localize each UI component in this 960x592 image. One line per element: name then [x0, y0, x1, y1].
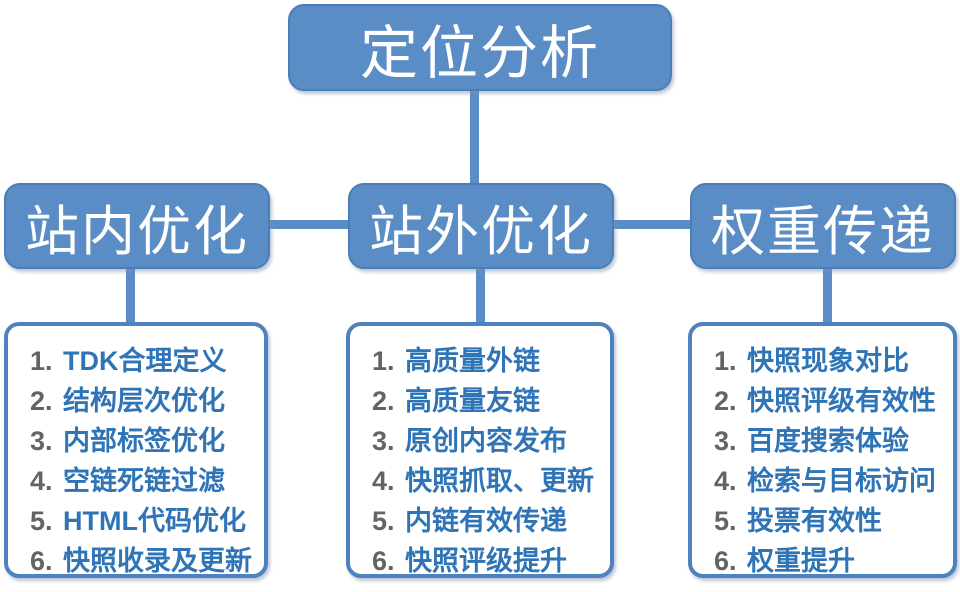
item-number: 3.: [714, 426, 737, 456]
item-number: 4.: [30, 466, 53, 496]
item-text: 检索与目标访问: [747, 466, 936, 496]
item-text: 快照收录及更新: [63, 546, 252, 576]
item-number: 5.: [714, 506, 737, 536]
list-item: 5. 内链有效传递: [372, 499, 606, 539]
item-number: 2.: [372, 386, 395, 416]
item-number: 6.: [372, 546, 395, 576]
item-text: 快照抓取、更新: [405, 466, 594, 496]
branch-node-onsite: 站内优化: [4, 183, 270, 269]
connector-right-branch-to-list: [823, 266, 832, 324]
item-number: 1.: [372, 346, 395, 376]
item-number: 2.: [30, 386, 53, 416]
item-text: 高质量友链: [405, 386, 540, 416]
list-item: 2. 结构层次优化: [30, 379, 260, 419]
item-text: 百度搜索体验: [747, 426, 909, 456]
list-box-onsite: 1. TDK合理定义 2. 结构层次优化 3. 内部标签优化 4. 空链死链过滤…: [4, 322, 268, 578]
item-text: 内部标签优化: [63, 426, 225, 456]
list-item: 2. 快照评级有效性: [714, 379, 949, 419]
branch-offsite-label: 站外优化: [369, 201, 593, 262]
item-text: 结构层次优化: [63, 386, 225, 416]
item-number: 2.: [714, 386, 737, 416]
item-number: 4.: [372, 466, 395, 496]
item-number: 1.: [30, 346, 53, 376]
list-item: 6. 快照评级提升: [372, 539, 606, 579]
item-text: 高质量外链: [405, 346, 540, 376]
item-text: 快照现象对比: [747, 346, 909, 376]
list-item: 3. 百度搜索体验: [714, 419, 949, 459]
list-item: 2. 高质量友链: [372, 379, 606, 419]
list-box-offsite: 1. 高质量外链 2. 高质量友链 3. 原创内容发布 4. 快照抓取、更新 5…: [346, 322, 614, 578]
item-text: HTML代码优化: [63, 506, 246, 536]
item-number: 3.: [372, 426, 395, 456]
list-item: 4. 检索与目标访问: [714, 459, 949, 499]
branch-node-offsite: 站外优化: [348, 183, 614, 269]
item-number: 3.: [30, 426, 53, 456]
connector-left-to-center: [266, 220, 350, 229]
root-node: 定位分析: [288, 4, 672, 91]
list-item: 1. TDK合理定义: [30, 339, 260, 379]
item-text: 原创内容发布: [405, 426, 567, 456]
item-number: 6.: [30, 546, 53, 576]
list-item: 3. 内部标签优化: [30, 419, 260, 459]
connector-left-branch-to-list: [126, 266, 135, 324]
item-text: 空链死链过滤: [63, 466, 225, 496]
root-node-label: 定位分析: [359, 20, 600, 86]
list-item: 4. 快照抓取、更新: [372, 459, 606, 499]
list-item: 6. 快照收录及更新: [30, 539, 260, 579]
list-item: 3. 原创内容发布: [372, 419, 606, 459]
list-item: 1. 高质量外链: [372, 339, 606, 379]
branch-weight-label: 权重传递: [711, 201, 935, 262]
connector-center-to-right: [612, 220, 692, 229]
branch-node-weight: 权重传递: [690, 183, 956, 269]
list-item: 5. 投票有效性: [714, 499, 949, 539]
list-item: 6. 权重提升: [714, 539, 949, 579]
item-number: 1.: [714, 346, 737, 376]
connector-root-to-center: [470, 90, 479, 186]
item-number: 6.: [714, 546, 737, 576]
list-item: 1. 快照现象对比: [714, 339, 949, 379]
item-number: 5.: [372, 506, 395, 536]
item-text: TDK合理定义: [63, 346, 227, 376]
item-text: 投票有效性: [747, 506, 882, 536]
item-text: 权重提升: [747, 546, 855, 576]
item-text: 快照评级有效性: [747, 386, 936, 416]
item-number: 4.: [714, 466, 737, 496]
item-text: 内链有效传递: [405, 506, 567, 536]
connector-center-branch-to-list: [476, 266, 485, 324]
list-item: 4. 空链死链过滤: [30, 459, 260, 499]
list-item: 5. HTML代码优化: [30, 499, 260, 539]
branch-onsite-label: 站内优化: [25, 201, 249, 262]
item-number: 5.: [30, 506, 53, 536]
item-text: 快照评级提升: [405, 546, 567, 576]
list-box-weight: 1. 快照现象对比 2. 快照评级有效性 3. 百度搜索体验 4. 检索与目标访…: [688, 322, 957, 578]
